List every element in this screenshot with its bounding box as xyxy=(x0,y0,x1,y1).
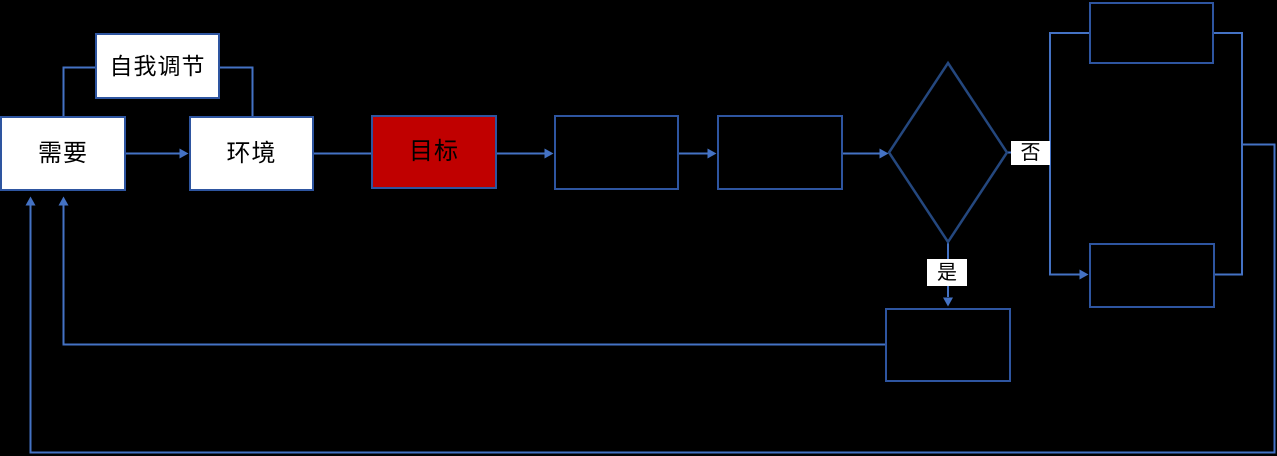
node-process-1 xyxy=(554,115,679,190)
node-need-label: 需要 xyxy=(38,139,88,167)
edge-label-yes-text: 是 xyxy=(937,261,957,284)
arrowhead-into-bottom-box xyxy=(943,297,953,307)
edge-label-yes: 是 xyxy=(927,259,967,286)
edge-bottom-box-feedback xyxy=(62,202,885,346)
edge-self-regulation-to-environment xyxy=(220,66,254,116)
edge-feedback-loop-outer xyxy=(29,143,1276,454)
edge-label-no-text: 否 xyxy=(1020,142,1041,164)
node-self-regulation-label: 自我调节 xyxy=(109,52,206,79)
node-goal: 目标 xyxy=(371,115,497,189)
decision-diamond xyxy=(887,60,1009,245)
node-bottom xyxy=(885,308,1011,382)
edge-need-to-self-regulation xyxy=(62,66,95,116)
arrowhead-into-environment xyxy=(179,148,189,159)
node-top-right xyxy=(1089,2,1214,64)
arrowhead-into-decision xyxy=(879,148,889,159)
node-self-regulation: 自我调节 xyxy=(95,33,220,99)
node-need: 需要 xyxy=(0,116,126,191)
arrowhead-inner-loop-into-need xyxy=(58,196,69,206)
arrowhead-into-lower-right xyxy=(1079,269,1089,280)
node-process-2 xyxy=(717,115,843,190)
arrowhead-outer-loop-into-need xyxy=(25,196,36,206)
node-goal-label: 目标 xyxy=(409,138,459,165)
arrowhead-into-process-1 xyxy=(544,148,554,159)
node-lower-right xyxy=(1089,243,1215,308)
arrowhead-into-process-2 xyxy=(707,148,717,159)
edge-top-right-to-lower-right xyxy=(1214,32,1243,276)
node-environment-label: 环境 xyxy=(226,139,277,167)
edge-label-no: 否 xyxy=(1011,141,1050,165)
node-environment: 环境 xyxy=(189,116,314,191)
